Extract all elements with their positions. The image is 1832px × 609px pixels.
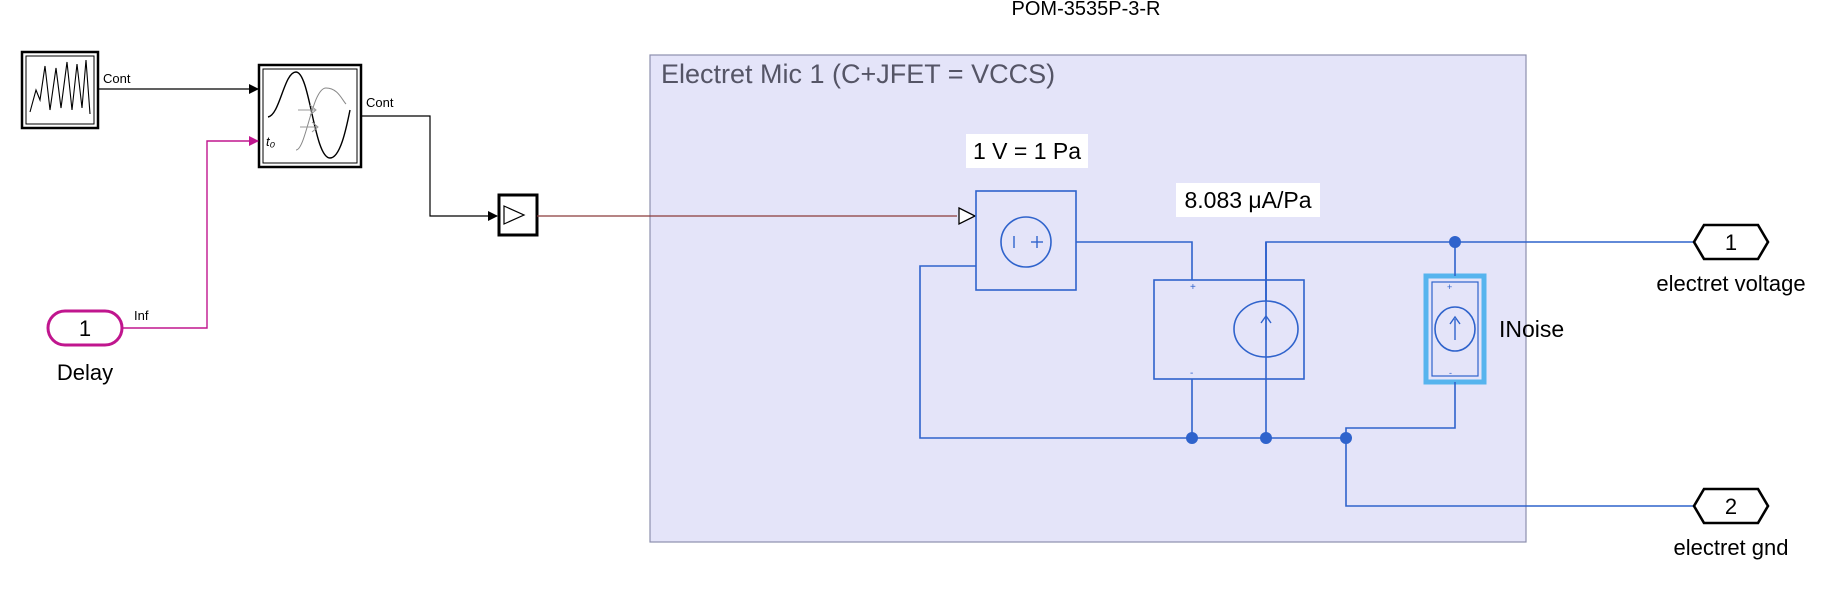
controlled-voltage-source-block[interactable] — [975, 190, 1077, 291]
outport-2-name: electret gnd — [1674, 535, 1789, 560]
svg-text:-: - — [1449, 368, 1452, 378]
gain-label: 1 V = 1 Pa — [973, 138, 1081, 164]
junction-dots — [1186, 236, 1461, 444]
subsystem-title: Electret Mic 1 (C+JFET = VCCS) — [661, 59, 1055, 89]
signal-line-2[interactable] — [361, 115, 498, 221]
ps-input-port-icon — [958, 206, 977, 226]
electret-subsystem-area[interactable] — [649, 54, 1527, 543]
converter-arrow-icon — [503, 205, 526, 225]
outport-2-number: 2 — [1725, 494, 1737, 519]
svg-text:+: + — [1447, 282, 1452, 292]
transport-delay-block[interactable] — [257, 63, 363, 169]
signal-waveform-icon — [29, 59, 91, 115]
svg-text:-: - — [1190, 368, 1193, 379]
ps-converter-block[interactable] — [497, 193, 539, 237]
electret-voltage-outport[interactable] — [1692, 223, 1770, 261]
delay-out-label: Cont — [366, 95, 394, 110]
signal-builder-block[interactable] — [20, 50, 100, 130]
model-title: POM-3535P-3-R — [1012, 0, 1161, 20]
sensitivity-label: 8.083 μA/Pa — [1184, 187, 1311, 213]
electret-gnd-outport[interactable] — [1692, 487, 1770, 525]
signal-from-label: Cont — [103, 71, 131, 86]
delay-time-input-label: t₀ — [266, 134, 276, 149]
physical-connections[interactable] — [919, 241, 1694, 507]
inport-signal-label: Inf — [134, 308, 149, 323]
noise-label: INoise — [1499, 316, 1564, 342]
outport-1-name: electret voltage — [1656, 271, 1805, 296]
delay-wave-icon — [267, 71, 351, 159]
outport-1-number: 1 — [1725, 230, 1737, 255]
gain-label-bg — [966, 134, 1088, 168]
sensitivity-label-bg — [1176, 183, 1320, 217]
inport-number: 1 — [79, 316, 91, 341]
inport-name: Delay — [57, 360, 113, 385]
svg-text:+: + — [1190, 282, 1196, 293]
delay-signal-line[interactable] — [122, 136, 259, 329]
